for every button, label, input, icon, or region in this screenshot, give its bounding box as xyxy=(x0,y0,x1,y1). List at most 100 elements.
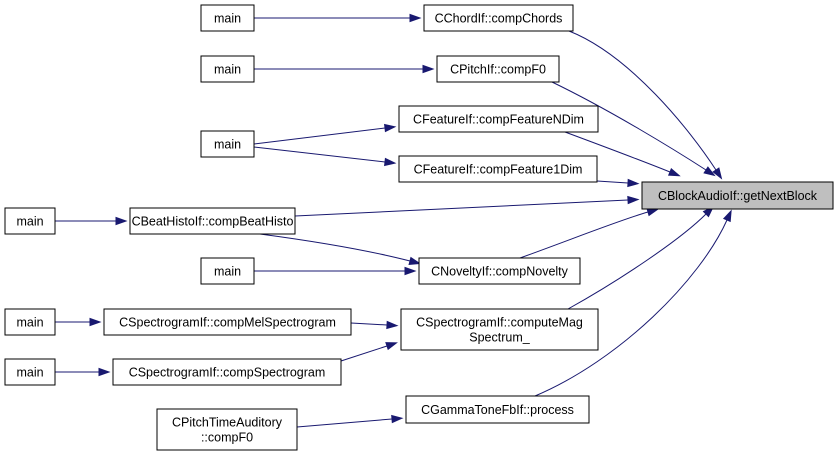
edge-line xyxy=(568,30,717,171)
edge-line xyxy=(253,127,386,145)
node-label: CPitchIf::compF0 xyxy=(450,63,546,77)
node-main-pitch[interactable]: main xyxy=(200,55,255,83)
node-box xyxy=(4,207,56,235)
edge-melspec-to-magspec xyxy=(350,320,399,330)
edge-beat-to-novelty xyxy=(259,233,422,265)
node-label: main xyxy=(16,316,43,330)
node-label: CChordIf::compChords xyxy=(435,12,563,26)
node-label: CGammaToneFbIf::process xyxy=(421,403,574,417)
edge-main_mel-to-melspec xyxy=(55,317,102,327)
node-label: main xyxy=(214,138,241,152)
node-box xyxy=(398,105,599,133)
edge-beat-to-target xyxy=(294,195,640,217)
edge-main_beat-to-beat xyxy=(55,216,128,226)
arrowhead-icon xyxy=(646,208,660,217)
node-box xyxy=(200,55,255,83)
arrowhead-icon xyxy=(408,256,422,265)
arrowhead-icon xyxy=(404,266,417,276)
node-label: CSpectrogramIf::computeMag xyxy=(416,316,583,330)
edge-line xyxy=(253,146,386,163)
edge-main_feature-to-fndim xyxy=(253,123,397,145)
edge-line xyxy=(534,219,728,397)
node-target[interactable]: CBlockAudioIf::getNextBlock xyxy=(641,181,834,210)
edge-pitch-to-target xyxy=(551,81,716,177)
node-box xyxy=(4,358,56,386)
arrowhead-icon xyxy=(712,167,723,180)
arrowhead-icon xyxy=(667,167,681,177)
edge-main_spec-to-spec xyxy=(55,367,111,377)
node-melspec[interactable]: CSpectrogramIf::compMelSpectrogram xyxy=(103,308,352,336)
arrowhead-icon xyxy=(89,317,102,327)
node-label: main xyxy=(214,63,241,77)
arrowhead-icon xyxy=(627,195,640,205)
node-main-feature[interactable]: main xyxy=(200,130,255,158)
node-pitchtime[interactable]: CPitchTimeAuditory::compF0 xyxy=(156,408,298,451)
node-label: ::compF0 xyxy=(201,431,253,445)
edge-line xyxy=(350,322,388,326)
arrowhead-icon xyxy=(409,13,422,23)
node-box xyxy=(418,257,581,285)
arrowhead-icon xyxy=(422,64,435,74)
node-box xyxy=(112,358,342,386)
node-main-chord[interactable]: main xyxy=(200,4,255,32)
node-label: CSpectrogramIf::compMelSpectrogram xyxy=(119,316,336,330)
edge-chord-to-target xyxy=(568,30,723,180)
arrowhead-icon xyxy=(385,342,398,351)
node-box xyxy=(4,308,56,336)
edge-main_novelty-to-novelty xyxy=(254,266,417,276)
edge-magspec-to-target xyxy=(567,205,715,310)
edge-line xyxy=(564,131,671,173)
arrowhead-icon xyxy=(722,209,732,223)
node-label: CPitchTimeAuditory xyxy=(172,416,283,430)
node-box xyxy=(405,395,590,424)
arrowhead-icon xyxy=(115,216,128,226)
node-box xyxy=(436,55,560,83)
node-label: CFeatureIf::compFeature1Dim xyxy=(414,163,583,177)
node-box xyxy=(400,308,599,351)
node-box xyxy=(129,207,296,235)
node-main-novelty[interactable]: main xyxy=(200,257,255,285)
edge-line xyxy=(296,418,393,428)
node-box xyxy=(156,408,298,451)
node-label: main xyxy=(16,215,43,229)
node-main-spec[interactable]: main xyxy=(4,358,56,386)
arrowhead-icon xyxy=(384,123,397,133)
arrowhead-icon xyxy=(627,178,640,188)
node-main-beat[interactable]: main xyxy=(4,207,56,235)
edge-line xyxy=(551,81,707,171)
node-box xyxy=(641,181,834,210)
node-beat[interactable]: CBeatHistoIf::compBeatHisto xyxy=(129,207,296,235)
arrowhead-icon xyxy=(384,157,397,167)
node-main-mel[interactable]: main xyxy=(4,308,56,336)
edge-spec-to-magspec xyxy=(340,342,398,362)
edge-line xyxy=(519,211,649,259)
node-f1dim[interactable]: CFeatureIf::compFeature1Dim xyxy=(398,155,598,183)
edge-line xyxy=(340,345,388,362)
edge-gamma-to-target xyxy=(534,209,732,397)
node-pitch[interactable]: CPitchIf::compF0 xyxy=(436,55,560,83)
edge-line xyxy=(294,199,629,217)
edge-main_feature-to-f1dim xyxy=(253,146,397,167)
edge-pitchtime-to-gamma xyxy=(296,414,404,428)
edge-main_pitch-to-pitch xyxy=(254,64,435,74)
node-fndim[interactable]: CFeatureIf::compFeatureNDim xyxy=(398,105,599,133)
node-novelty[interactable]: CNoveltyIf::compNovelty xyxy=(418,257,581,285)
node-box xyxy=(200,130,255,158)
arrowhead-icon xyxy=(98,367,111,377)
arrowhead-icon xyxy=(386,320,399,330)
node-box xyxy=(423,4,574,32)
edge-main_chord-to-chord xyxy=(254,13,422,23)
node-box xyxy=(398,155,598,183)
edges-layer xyxy=(55,13,732,428)
node-label: main xyxy=(214,265,241,279)
edge-f1dim-to-target xyxy=(596,178,640,188)
node-label: CFeatureIf::compFeatureNDim xyxy=(413,113,584,127)
node-gamma[interactable]: CGammaToneFbIf::process xyxy=(405,395,590,424)
edge-novelty-to-target xyxy=(519,208,660,259)
edge-line xyxy=(259,233,411,262)
node-chord[interactable]: CChordIf::compChords xyxy=(423,4,574,32)
nodes-layer: CBlockAudioIf::getNextBlock CChordIf::com… xyxy=(4,4,834,451)
node-spec[interactable]: CSpectrogramIf::compSpectrogram xyxy=(112,358,342,386)
